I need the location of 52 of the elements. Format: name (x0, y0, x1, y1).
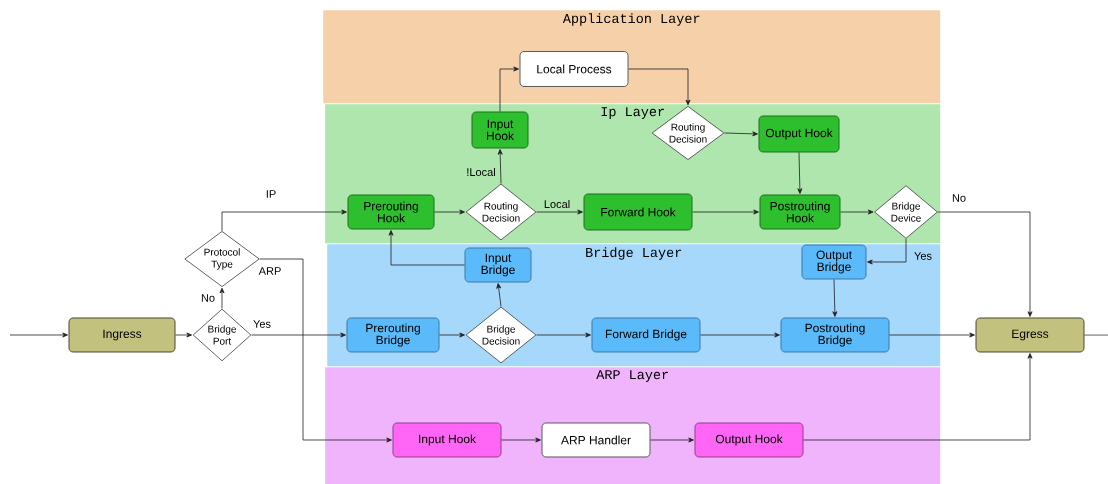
edge-label: Yes (914, 252, 932, 260)
process-box: Postrouting Bridge (780, 317, 890, 353)
arrow (889, 332, 975, 338)
arrow (840, 209, 874, 215)
process-box: Postrouting Hook (759, 194, 841, 230)
arrow (499, 66, 519, 112)
process-box: Input Bridge (464, 247, 532, 283)
arrow (501, 437, 541, 443)
arrow (692, 209, 759, 215)
edge-label: Local (544, 199, 570, 209)
process-box: Prerouting Bridge (346, 317, 440, 353)
edge-label: Yes (253, 320, 271, 328)
arrow (434, 209, 465, 215)
connector-line (1084, 334, 1108, 336)
process-box: Input Hook (471, 111, 529, 149)
arrow (496, 283, 502, 307)
arrow (259, 258, 392, 443)
process-box: Forward Bridge (591, 317, 701, 353)
arrow (175, 332, 192, 338)
process-box: Forward Hook (583, 193, 693, 231)
arrow (867, 238, 907, 265)
arrow (536, 332, 591, 338)
process-box: Ingress (68, 317, 176, 353)
arrow (797, 152, 803, 194)
edge-label: ARP (258, 267, 281, 275)
arrow (219, 287, 225, 309)
arrow (628, 68, 691, 106)
edge-label: !Local (467, 167, 495, 177)
process-box: Input Hook (392, 422, 502, 458)
arrow (251, 332, 346, 338)
process-box: Egress (975, 317, 1085, 353)
arrow (700, 332, 780, 338)
arrow (650, 437, 694, 443)
edge-label: IP (266, 190, 276, 198)
edge-label: No (201, 294, 215, 302)
arrow (832, 279, 838, 317)
process-box: Prerouting Hook (347, 194, 435, 230)
arrow (937, 211, 1033, 317)
arrow (388, 230, 465, 266)
process-box: Output Hook (694, 422, 804, 458)
arrow (221, 209, 347, 232)
arrow (497, 149, 503, 184)
edge-label: No (952, 194, 966, 202)
process-box: Output Hook (758, 115, 840, 153)
process-box: Local Process (519, 51, 629, 87)
arrow (724, 131, 758, 137)
arrow (9, 332, 68, 338)
arrow (536, 209, 583, 215)
process-box: ARP Handler (541, 422, 651, 458)
process-box: Output Bridge (801, 244, 867, 280)
arrow (803, 353, 1033, 441)
arrow (439, 332, 465, 338)
